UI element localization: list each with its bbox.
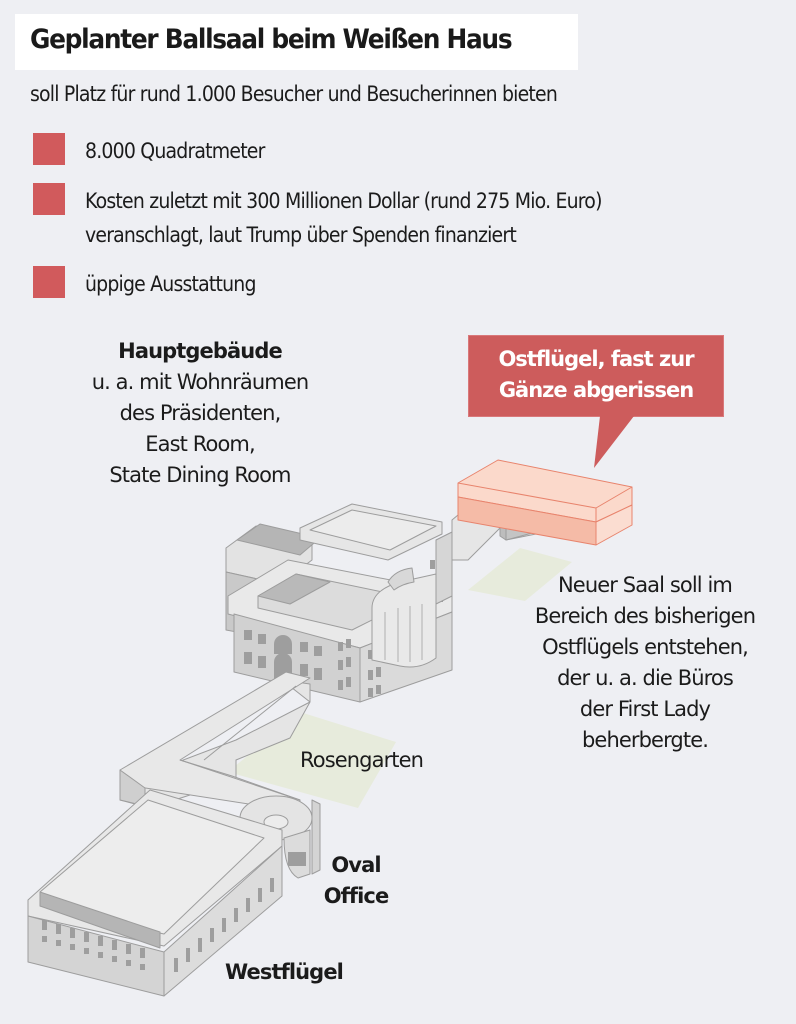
title-background: [15, 14, 578, 70]
legend-text-line-2: veranschlagt, laut Trump über Spenden fi…: [85, 223, 517, 247]
legend-swatch: [33, 266, 65, 298]
callout-text: Ostflügel, fast zur Gänze abgerissen: [498, 347, 694, 402]
new-hall-line: der First Lady: [579, 697, 711, 721]
west-wing: [27, 789, 283, 997]
new-hall-line: Bereich des bisherigen: [534, 604, 756, 628]
legend-text: Kosten zuletzt mit 300 Millionen Dollar …: [85, 184, 602, 252]
oval-office-line: Office: [323, 884, 390, 908]
new-hall-label: Neuer Saal soll im Bereich des bisherige…: [510, 570, 780, 756]
east-garden: [468, 548, 572, 601]
legend-swatch: [33, 133, 65, 165]
west-colonnade: [119, 671, 311, 813]
main-building-line: des Präsidenten,: [119, 401, 282, 425]
oval-office: [239, 795, 321, 879]
subtitle: soll Platz für rund 1.000 Besucher und B…: [30, 82, 558, 106]
rose-garden-area: [228, 712, 396, 808]
legend-swatch: [33, 183, 65, 215]
legend-text-line-1: Kosten zuletzt mit 300 Millionen Dollar …: [85, 189, 602, 213]
new-hall-line: Ostflügels entstehen,: [542, 635, 749, 659]
new-hall-line: beherbergte.: [582, 728, 709, 752]
main-building-line: State Dining Room: [109, 463, 291, 487]
new-hall-line: Neuer Saal soll im: [558, 573, 733, 597]
new-hall-line: der u. a. die Büros: [557, 666, 734, 690]
main-building-line: u. a. mit Wohnräumen: [91, 370, 309, 394]
main-building-line: East Room,: [145, 432, 255, 456]
legend-text: üppige Ausstattung: [85, 272, 256, 296]
main-building: [225, 503, 453, 703]
page-title: Geplanter Ballsaal beim Weißen Haus: [30, 24, 513, 55]
main-building-label: Hauptgebäude u. a. mit Wohnräumen des Pr…: [80, 336, 320, 491]
legend-text: 8.000 Quadratmeter: [85, 139, 265, 163]
oval-office-line: Oval: [331, 853, 381, 877]
oval-office-label: Oval Office: [318, 850, 394, 912]
east-wing: [457, 459, 633, 546]
main-building-title: Hauptgebäude: [118, 339, 283, 363]
west-wing-label: Westflügel: [225, 960, 344, 984]
east-wing-callout: Ostflügel, fast zur Gänze abgerissen: [468, 335, 724, 417]
callout-pointer: [594, 416, 634, 468]
rose-garden-label: Rosengarten: [300, 748, 424, 772]
